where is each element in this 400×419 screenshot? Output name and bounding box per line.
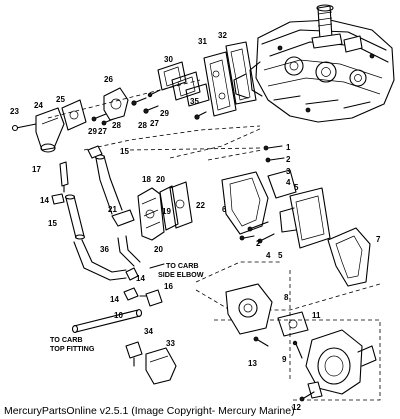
- callout-19: 19: [162, 207, 171, 216]
- callout-6: 6: [222, 205, 227, 214]
- fuel-pump-18: [137, 187, 165, 241]
- callout-20b: 20: [154, 245, 163, 254]
- powerhead-block: [233, 19, 395, 123]
- callout-28a: 28: [112, 121, 121, 130]
- fuel-line-10: [71, 308, 143, 334]
- callout-7: 7: [376, 235, 381, 244]
- callout-23: 23: [10, 107, 19, 116]
- callout-25: 25: [56, 95, 65, 104]
- pump-gasket-19: [159, 185, 179, 231]
- callout-12: 12: [292, 403, 301, 412]
- callout-8: 8: [284, 293, 289, 302]
- svg-text:TOP FITTING: TOP FITTING: [50, 344, 95, 353]
- reed-plate-31: [203, 51, 237, 117]
- carb-adaptor-8: [225, 283, 273, 335]
- callout-34: 34: [144, 327, 153, 336]
- callout-30: 30: [164, 55, 173, 64]
- callout-33: 33: [166, 339, 175, 348]
- callout-11: 11: [312, 311, 321, 320]
- intake-body-5: [279, 187, 331, 249]
- callout-4b: 4: [266, 251, 271, 260]
- filter-33: [145, 347, 177, 385]
- studs-1-2-3: [239, 145, 285, 244]
- callout-31: 31: [198, 37, 207, 46]
- callout-10: 10: [114, 311, 123, 320]
- callout-18: 18: [142, 175, 151, 184]
- callout-4a: 4: [286, 178, 291, 187]
- adaptor-plate-6: [221, 171, 269, 235]
- callout-27a: 27: [98, 127, 107, 136]
- svg-text:TO CARB: TO CARB: [166, 261, 199, 270]
- callout-22: 22: [196, 201, 205, 210]
- callout-1: 1: [286, 143, 291, 152]
- hose-15-lower: [64, 194, 86, 240]
- screw-set: [11, 89, 207, 132]
- gasket-set-30: [157, 61, 210, 107]
- leader-lines: [47, 79, 381, 401]
- callout-13: 13: [248, 359, 257, 368]
- gasket-25: [61, 99, 87, 131]
- screws-11-12-13: [253, 336, 315, 402]
- cover-26: [103, 87, 129, 121]
- copyright-footer: MercuryPartsOnline v2.5.1 (Image Copyrig…: [4, 405, 295, 417]
- carburetor: [305, 329, 377, 399]
- callout-27b: 27: [150, 119, 159, 128]
- callout-35: 35: [190, 97, 199, 106]
- callout-14c: 14: [110, 295, 119, 304]
- callout-21: 21: [108, 205, 117, 214]
- caption-to-carb-top-fitting: TO CARB TOP FITTING: [50, 335, 95, 353]
- callout-9: 9: [282, 355, 287, 364]
- pump-bracket-21: [111, 209, 135, 227]
- fitting-elbow-24: [35, 107, 65, 153]
- gasket-4: [267, 169, 297, 199]
- callout-29b: 29: [160, 109, 169, 118]
- carb-gasket-9: [277, 311, 309, 337]
- crankshaft-top: [311, 4, 363, 53]
- callout-2a: 2: [256, 239, 261, 248]
- gasket-32: [225, 41, 257, 105]
- callout-36: 36: [100, 245, 109, 254]
- callout-29a: 29: [88, 127, 97, 136]
- callout-24: 24: [34, 101, 43, 110]
- intake-elbow-7: [327, 227, 371, 287]
- callout-2b: 2: [286, 155, 291, 164]
- callout-5b: 5: [278, 251, 283, 260]
- callout-14b: 14: [136, 274, 145, 283]
- hose-to-side-elbow: [73, 239, 127, 281]
- svg-text:SIDE ELBOW: SIDE ELBOW: [158, 270, 204, 279]
- callout-26: 26: [104, 75, 113, 84]
- callout-32: 32: [218, 31, 227, 40]
- callout-28b: 28: [138, 121, 147, 130]
- callout-5a: 5: [294, 183, 299, 192]
- callout-15b: 15: [48, 219, 57, 228]
- hose-36: [117, 235, 141, 267]
- svg-text:TO CARB: TO CARB: [50, 335, 83, 344]
- caption-to-carb-side-elbow: TO CARB SIDE ELBOW: [149, 261, 204, 279]
- callout-16: 16: [164, 282, 173, 291]
- clamp-set: [51, 145, 163, 307]
- callout-15a: 15: [120, 147, 129, 156]
- callout-17: 17: [32, 165, 41, 174]
- callout-3: 3: [286, 167, 291, 176]
- callout-14a: 14: [40, 196, 49, 205]
- elbow-fitting-34: [125, 341, 143, 367]
- callout-20a: 20: [156, 175, 165, 184]
- callout-numbers: 1 2 2 3 4 4 5 5 6 7 8 9 10 11 12 13 14 1…: [10, 31, 381, 412]
- pump-cover-22: [169, 181, 193, 229]
